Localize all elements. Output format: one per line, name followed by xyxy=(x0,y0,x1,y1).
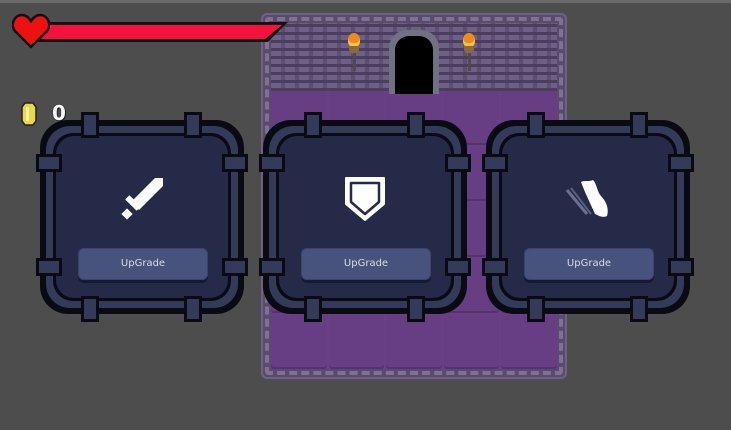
health-bar-fill xyxy=(40,25,282,39)
window-top-edge xyxy=(0,0,731,3)
torch-icon xyxy=(348,33,360,73)
shield-icon xyxy=(345,177,385,221)
upgrade-speed-button[interactable]: UpGrade xyxy=(524,248,654,280)
upgrade-card-speed: UpGrade xyxy=(482,112,694,322)
shoe-icon xyxy=(565,180,608,217)
heart-icon xyxy=(12,13,50,49)
upgrade-defense-button[interactable]: UpGrade xyxy=(301,248,431,280)
coin-count: 0 xyxy=(52,101,66,125)
torch-icon xyxy=(463,33,475,73)
sword-icon xyxy=(121,178,163,220)
upgrade-card-attack: UpGrade xyxy=(36,112,248,322)
dungeon-door xyxy=(389,30,439,94)
upgrade-attack-button[interactable]: UpGrade xyxy=(78,248,208,280)
coin-icon xyxy=(21,102,37,126)
upgrade-card-defense: UpGrade xyxy=(259,112,471,322)
